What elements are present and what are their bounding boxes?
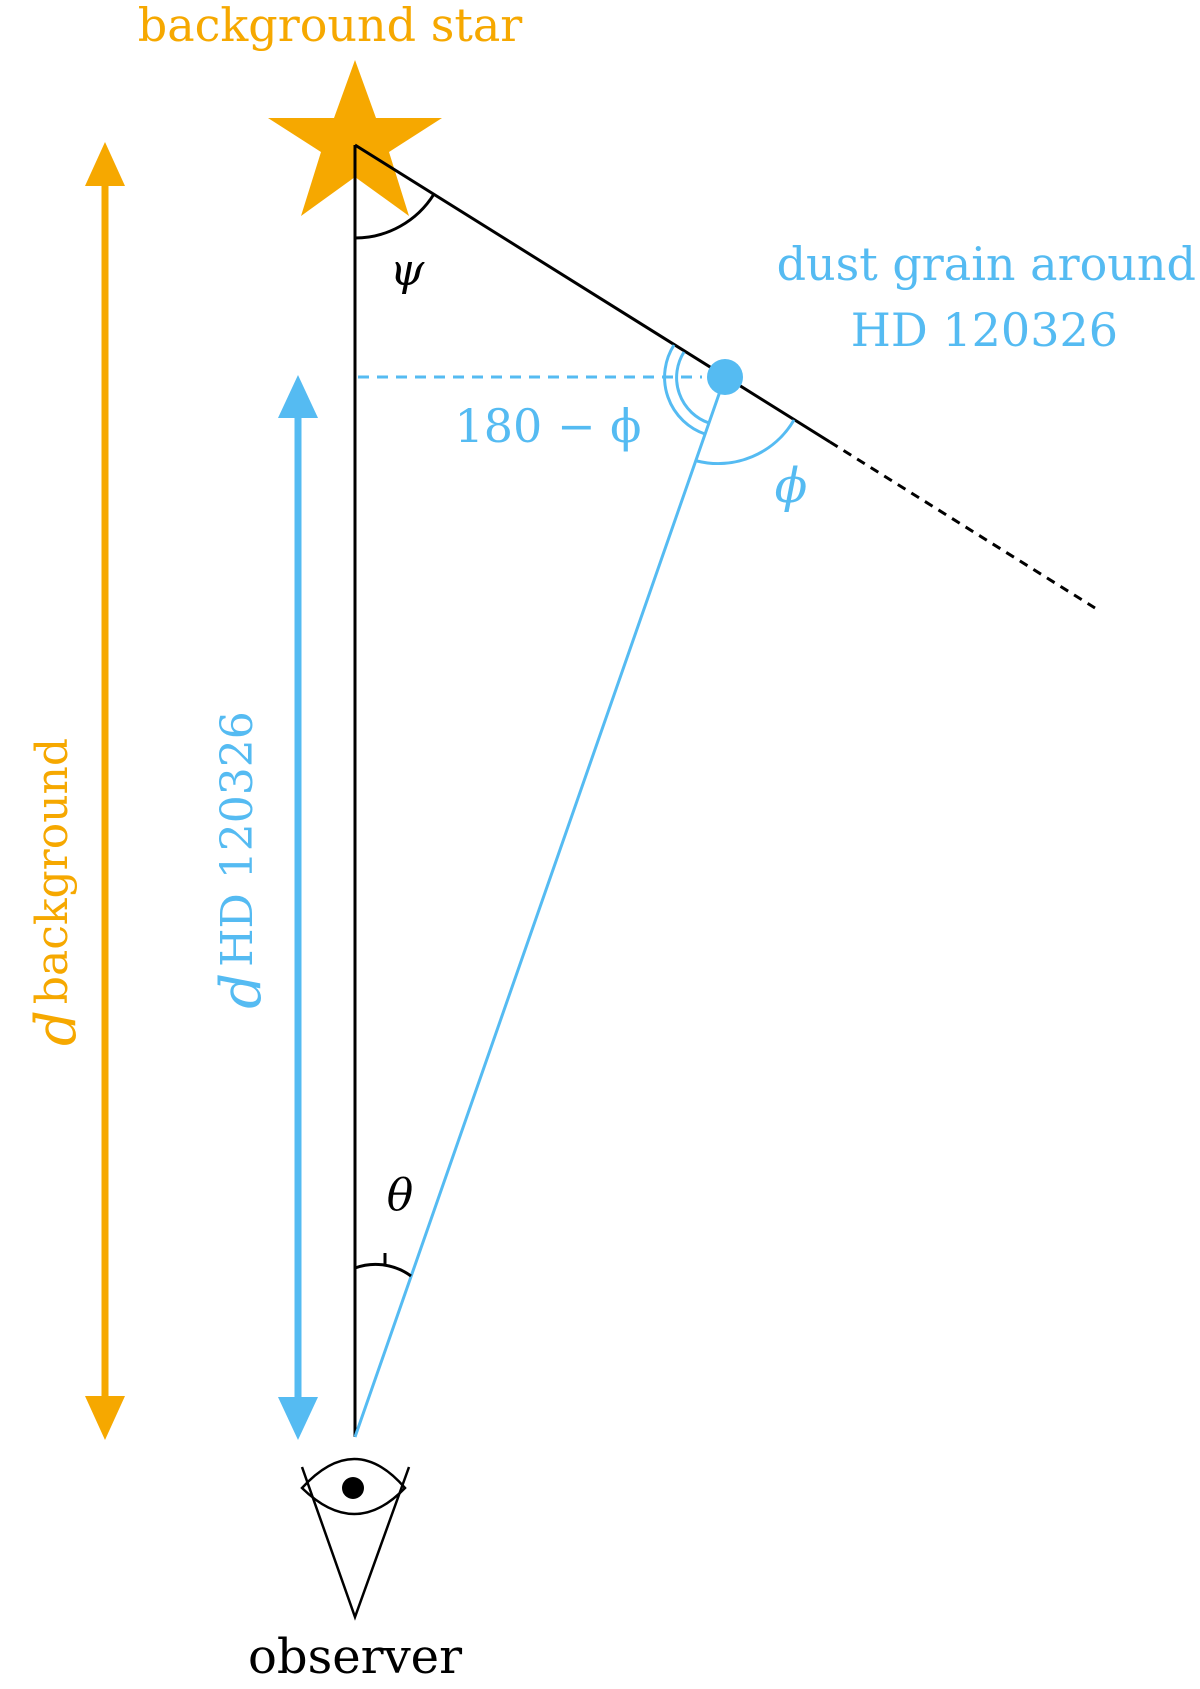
- d-background-label: d background: [24, 738, 89, 1046]
- d-hd-label: d HD 120326: [209, 711, 274, 1008]
- d-background-arrow-head-top: [85, 142, 125, 186]
- phi-label: ϕ: [775, 458, 808, 514]
- supplement-angle-arc-outer: [663, 344, 706, 436]
- observer-eye-icon: [300, 1457, 411, 1621]
- d-background-symbol: d: [24, 1010, 89, 1046]
- scattering-line-extension: [829, 440, 1096, 610]
- d-hd-subscript: HD 120326: [212, 711, 263, 967]
- dust-grain-label-line2: HD 120326: [851, 303, 1118, 357]
- d-background-arrow-head-bottom: [85, 1396, 125, 1440]
- supplement-angle-arc-inner: [675, 351, 710, 425]
- supplement-angle-label: 180 − ϕ: [455, 399, 642, 453]
- scattering-line: [354, 143, 831, 444]
- background-star-icon: [268, 60, 442, 216]
- psi-angle-arc: [354, 193, 436, 240]
- d-background-subscript: background: [27, 738, 78, 1004]
- dust-grain-marker: [707, 359, 743, 395]
- observer-to-grain-line: [353, 376, 727, 1438]
- d-hd-arrow-head-top: [278, 375, 318, 418]
- d-hd-arrow-head-bottom: [278, 1397, 318, 1440]
- phi-angle-arc: [696, 419, 796, 466]
- theta-angle-arc: [354, 1262, 412, 1278]
- psi-label: ψ: [390, 245, 425, 296]
- dust-grain-label-line1: dust grain around: [777, 237, 1196, 291]
- observer-label: observer: [248, 1629, 462, 1685]
- d-hd-symbol: d: [209, 973, 274, 1009]
- theta-label: θ: [387, 1170, 414, 1221]
- background-star-label: background star: [138, 0, 522, 52]
